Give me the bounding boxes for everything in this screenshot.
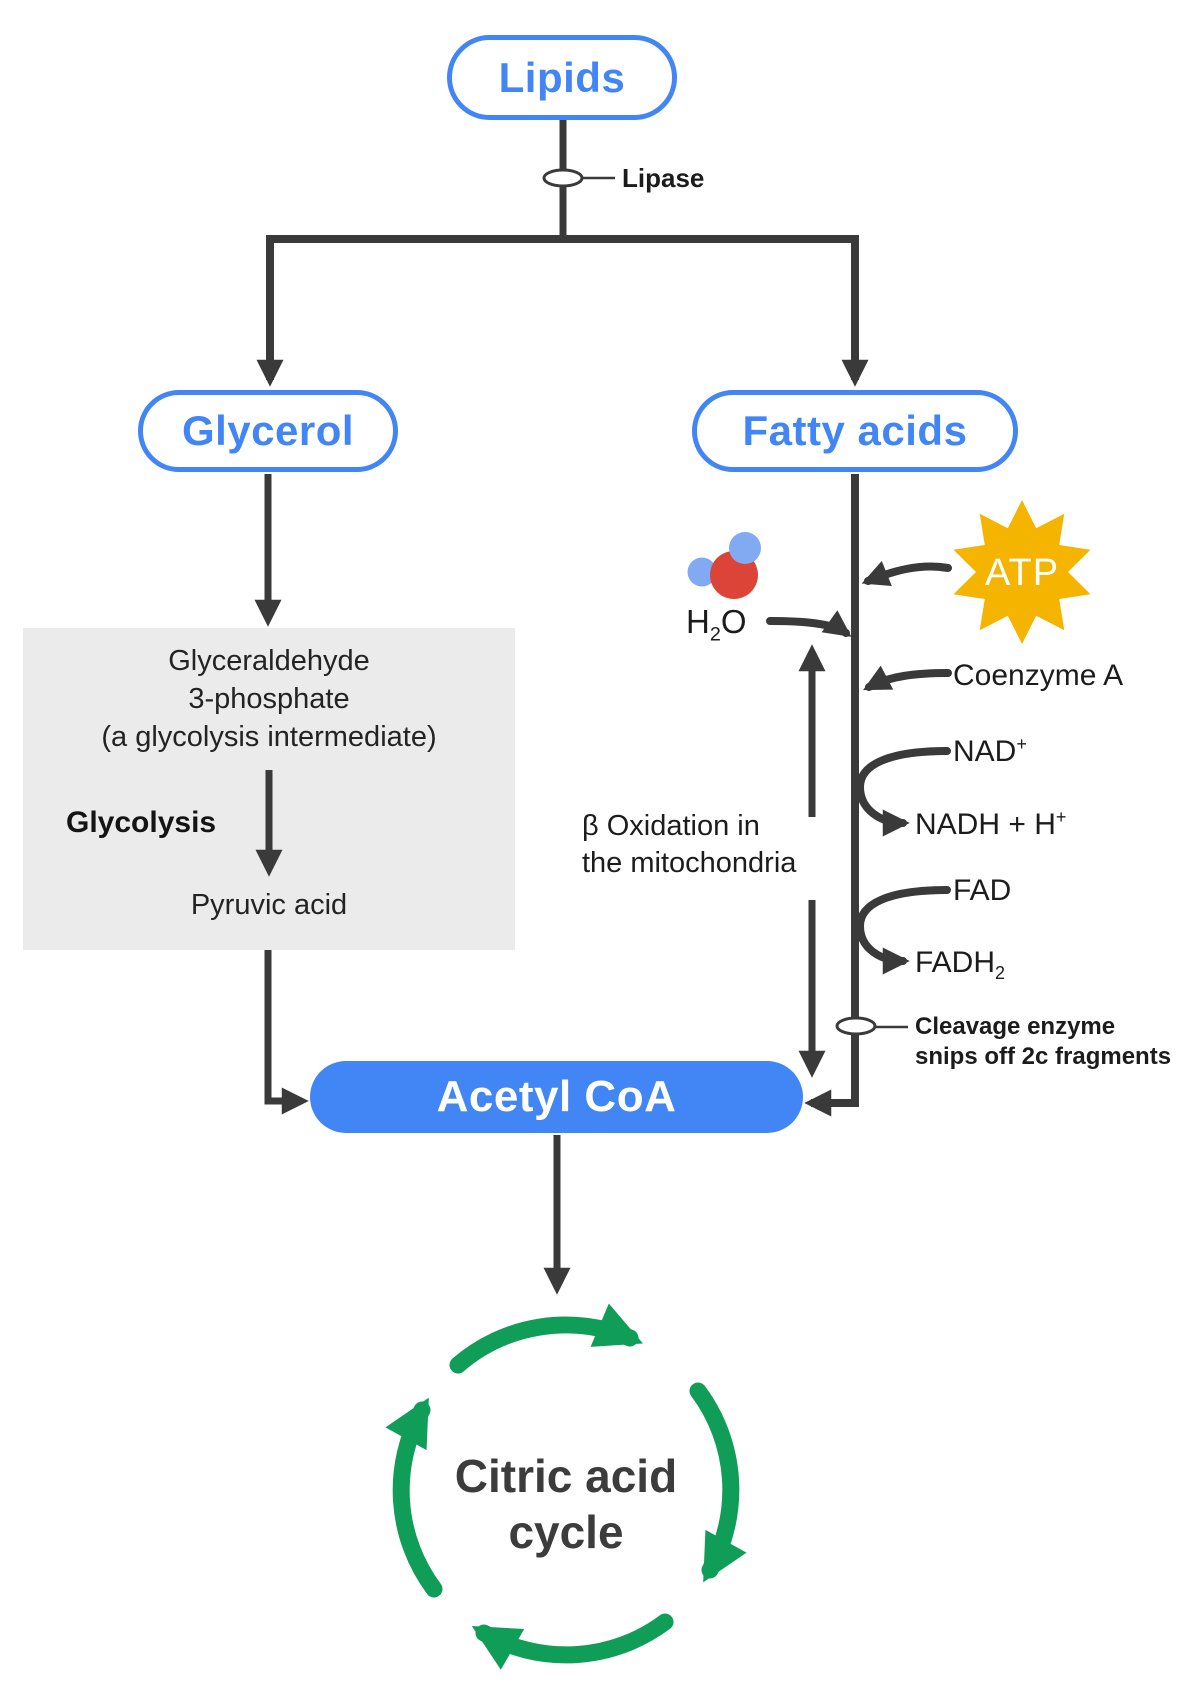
node-acetyl-coa: Acetyl CoA: [310, 1061, 803, 1133]
glycolysis-intermediate-text: Glyceraldehyde 3-phosphate (a glycolysis…: [101, 645, 437, 753]
nadh-label: NADH + H+: [915, 807, 1067, 841]
fad-to-fadh2-arrow: [855, 886, 951, 975]
box-to-acetyl-arrow: [264, 950, 309, 1115]
cleavage-enzyme-label: Cleavage enzyme snips off 2c fragments: [915, 1013, 1172, 1070]
lipase-enzyme-icon: [542, 168, 584, 188]
citric-cycle-arrows-icon: [385, 1303, 747, 1670]
water-molecule-icon: [687, 532, 761, 599]
lipids-to-branch-line: [542, 118, 615, 243]
coenzyme-a-label: Coenzyme A: [953, 659, 1124, 692]
fadh2-label: FADH2: [915, 946, 1006, 983]
lipase-label: Lipase: [622, 163, 705, 193]
node-acetyl-coa-label: Acetyl CoA: [436, 1072, 677, 1121]
atp-label: ATP: [984, 552, 1060, 594]
node-lipids-label: Lipids: [498, 53, 626, 101]
h2o-label: H2O: [686, 603, 747, 646]
node-glycerol: Glycerol: [138, 390, 398, 472]
citric-acid-cycle-label: Citric acid cycle: [454, 1450, 678, 1558]
fatty-to-acetyl-arrow: [804, 474, 859, 1117]
node-fatty-acids: Fatty acids: [692, 390, 1018, 472]
pyruvic-acid-label: Pyruvic acid: [190, 889, 348, 921]
nad-label: NAD+: [953, 734, 1027, 768]
nad-to-nadh-arrow: [855, 747, 951, 837]
node-lipids: Lipids: [447, 35, 677, 120]
h2o-input-arrow: [766, 610, 852, 637]
branch-arrows: [256, 235, 869, 387]
fad-label: FAD: [953, 874, 1012, 907]
cleavage-enzyme-icon: [835, 1016, 908, 1036]
atp-input-arrow: [861, 560, 952, 587]
node-fatty-acids-label: Fatty acids: [742, 407, 968, 454]
node-glycerol-label: Glycerol: [181, 407, 355, 454]
beta-oxidation-label: β Oxidation in the mitochondria: [582, 810, 797, 879]
glycolysis-process-label: Glycolysis: [66, 806, 217, 839]
coenzyme-a-input-arrow: [863, 665, 952, 691]
atp-star-icon: [953, 500, 1091, 644]
